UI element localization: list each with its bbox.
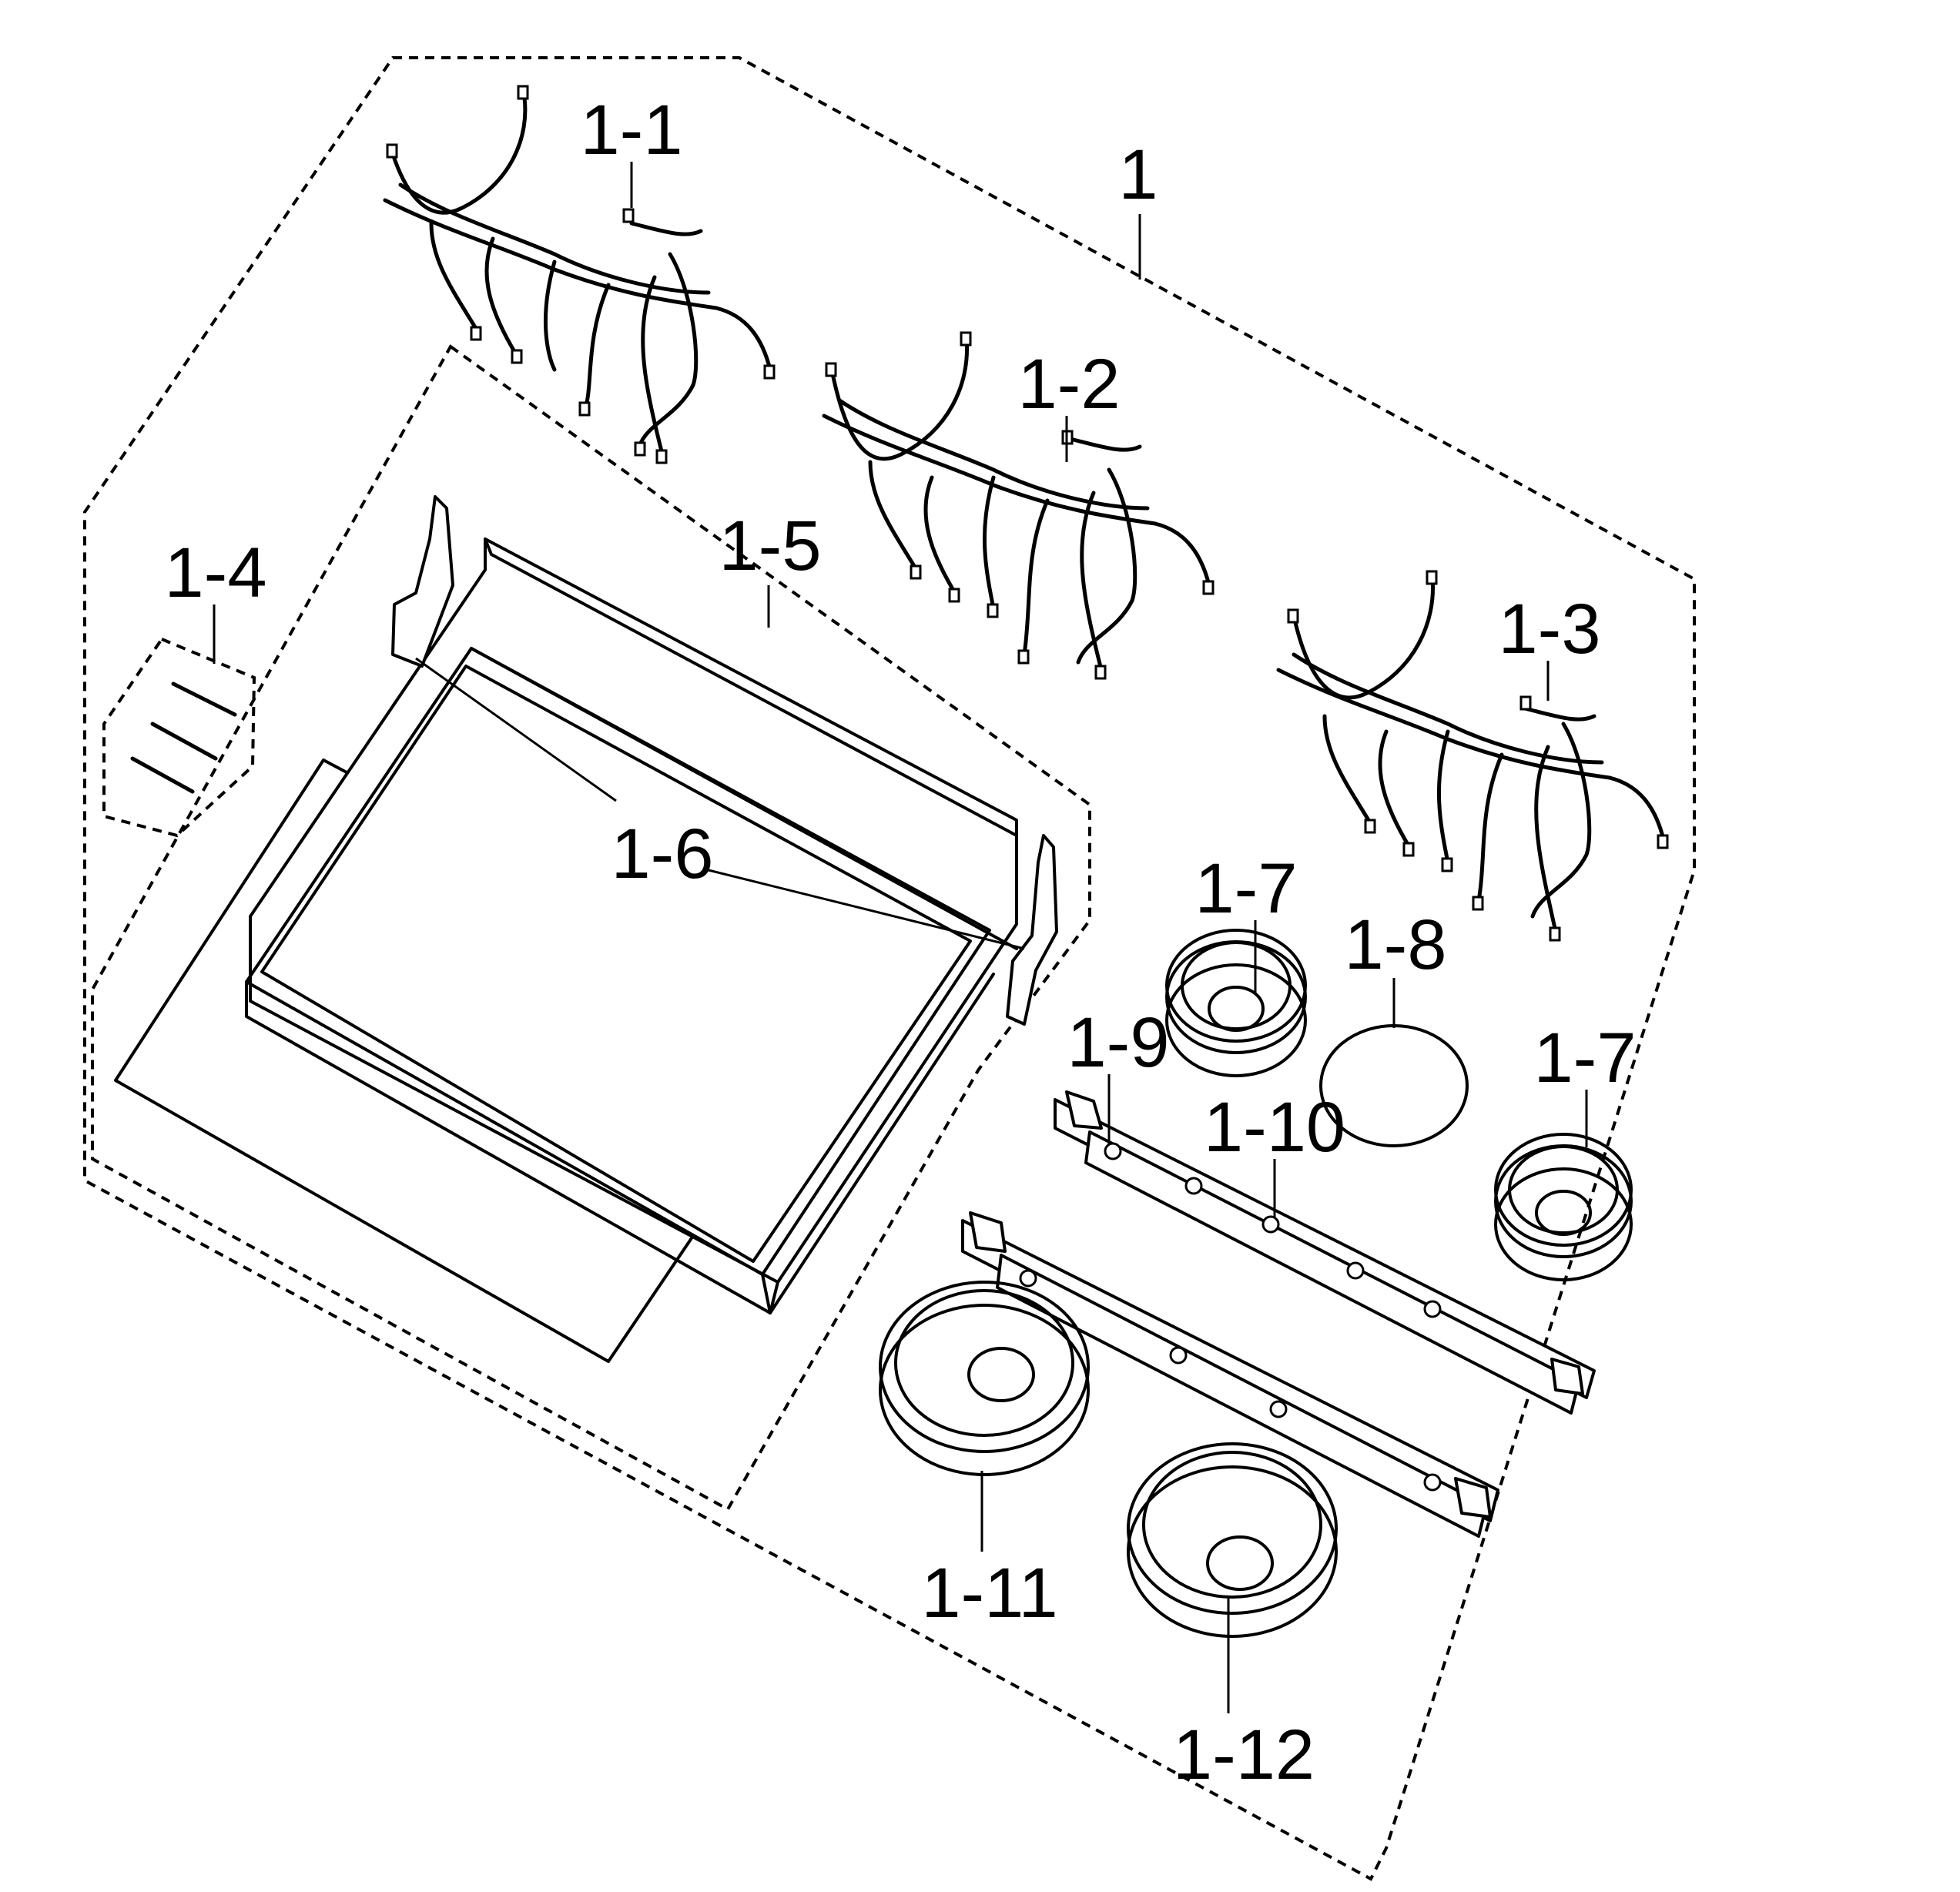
burner-ring-7a bbox=[1165, 929, 1307, 1077]
leader-lines bbox=[213, 162, 1588, 1713]
wire-harness-3 bbox=[1276, 570, 1669, 942]
label-cooktop-frame: 1-5 bbox=[719, 507, 822, 585]
strips bbox=[130, 681, 237, 794]
label-burner-ring-7a: 1-7 bbox=[1195, 849, 1298, 928]
label-wire-harness-1: 1-1 bbox=[581, 91, 683, 169]
burner-ring-11 bbox=[879, 1281, 1090, 1476]
label-assembly: 1 bbox=[1118, 136, 1158, 214]
wire-harness-1 bbox=[383, 85, 776, 464]
cooktop-frame-boundary bbox=[91, 344, 1091, 1512]
strips-boundary bbox=[102, 637, 256, 838]
wire-harness-2 bbox=[822, 331, 1215, 680]
assembly-boundary bbox=[83, 56, 1696, 1881]
label-strips: 1-4 bbox=[165, 534, 267, 612]
label-wire-harness-3: 1-3 bbox=[1499, 590, 1601, 668]
label-bracket-clip: 1-9 bbox=[1067, 1003, 1170, 1082]
control-bar-lower bbox=[961, 1211, 1499, 1538]
brackets bbox=[391, 495, 1058, 1026]
cooktop-frame bbox=[245, 537, 1018, 1314]
burner-ring-12 bbox=[1127, 1442, 1338, 1638]
label-wire-harness-2: 1-2 bbox=[1018, 345, 1121, 424]
control-bar-upper bbox=[1054, 1090, 1596, 1415]
label-burner-ring-11: 1-11 bbox=[921, 1554, 1057, 1632]
label-burner-ring-7b: 1-7 bbox=[1534, 1019, 1637, 1097]
label-control-bar: 1-10 bbox=[1204, 1088, 1345, 1167]
label-burner-disc: 1-8 bbox=[1345, 906, 1447, 984]
label-brackets: 1-6 bbox=[611, 815, 714, 893]
burner-ring-7b bbox=[1494, 1133, 1633, 1281]
label-burner-ring-12: 1-12 bbox=[1173, 1716, 1315, 1794]
